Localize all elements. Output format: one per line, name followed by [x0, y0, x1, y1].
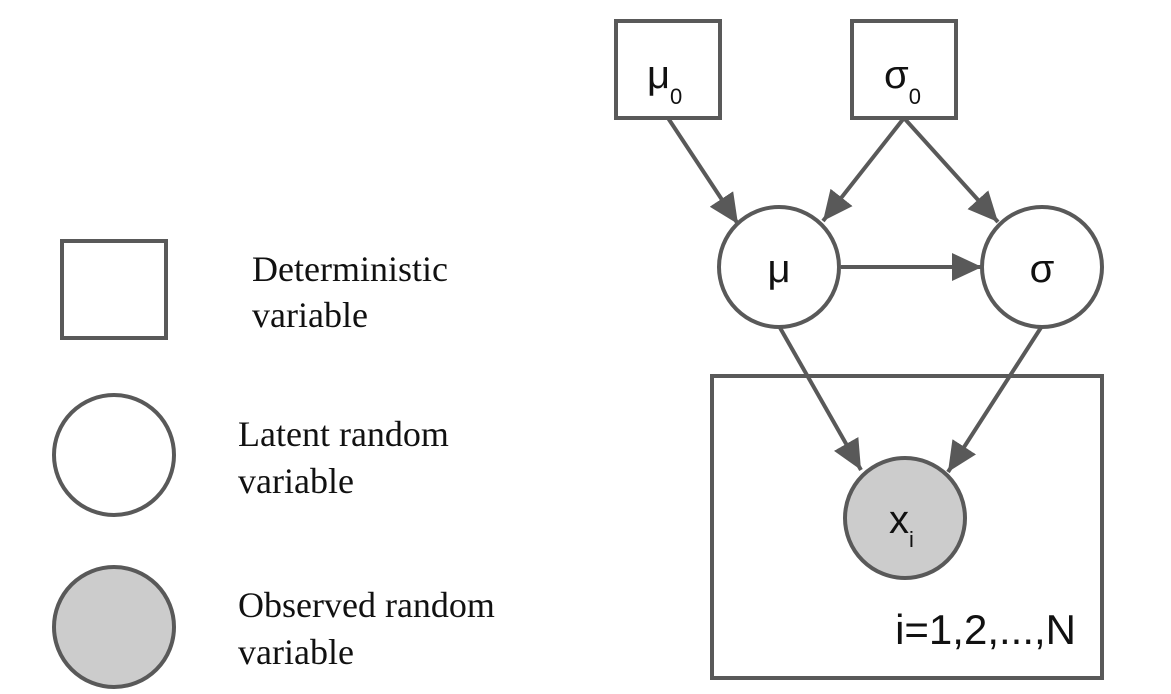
node-sigma: σ — [980, 205, 1104, 329]
node-sigma0-box — [850, 19, 958, 120]
node-mu0-label: μ0 — [647, 53, 682, 109]
legend-observed: Observed random variable — [52, 565, 495, 689]
node-sigma0: σ0 — [850, 19, 958, 120]
node-sigma0-subscript: 0 — [909, 84, 921, 109]
edge-sigma0-to-mu — [821, 116, 906, 223]
edge-mu-to-x — [777, 325, 863, 471]
node-mu0-subscript: 0 — [670, 84, 682, 109]
plate-label: i=1,2,...,N — [895, 606, 1076, 653]
node-sigma-label: σ — [1030, 247, 1055, 291]
node-sigma0-label: σ0 — [884, 53, 921, 109]
edge-sigma0-to-sigma — [902, 116, 1000, 224]
legend-latent-line1: Latent random — [238, 414, 449, 454]
legend: Deterministic variable Latent random var… — [52, 239, 495, 689]
node-sigma0-symbol: σ — [884, 53, 909, 97]
node-x: xi — [843, 456, 967, 580]
plate: i=1,2,...,N — [710, 374, 1104, 680]
node-x-subscript: i — [909, 527, 914, 552]
node-mu0: μ0 — [614, 19, 722, 120]
edge-sigma-to-x — [946, 324, 1044, 474]
legend-deterministic: Deterministic variable — [60, 239, 448, 340]
legend-latent-line2: variable — [238, 461, 354, 501]
legend-latent-circle-icon — [52, 393, 176, 517]
node-mu-label: μ — [767, 247, 790, 291]
node-x-symbol: x — [889, 498, 909, 542]
node-x-circle — [843, 456, 967, 580]
legend-observed-line1: Observed random — [238, 585, 495, 625]
legend-latent: Latent random variable — [52, 393, 449, 517]
legend-square-icon — [60, 239, 168, 340]
legend-deterministic-line1: Deterministic — [252, 249, 448, 289]
node-mu0-box — [614, 19, 722, 120]
legend-observed-circle-icon — [52, 565, 176, 689]
edge-mu0-to-mu — [666, 116, 740, 226]
node-mu: μ — [717, 205, 841, 329]
node-x-label: xi — [889, 498, 914, 552]
legend-observed-line2: variable — [238, 632, 354, 672]
plate-box — [710, 374, 1104, 680]
edges — [666, 116, 1044, 474]
legend-deterministic-line2: variable — [252, 295, 368, 335]
node-mu0-symbol: μ — [647, 53, 670, 97]
node-sigma-circle — [980, 205, 1104, 329]
node-mu-circle — [717, 205, 841, 329]
